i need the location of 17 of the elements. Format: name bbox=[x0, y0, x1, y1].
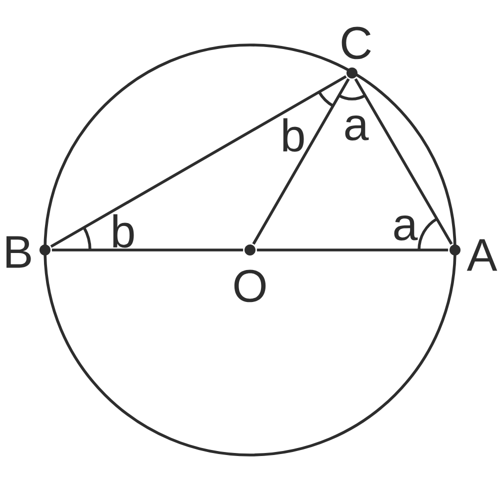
line-segment bbox=[256, 248, 448, 252]
point-label: C bbox=[342, 26, 371, 60]
angle-label: a bbox=[394, 215, 418, 240]
angle-label: a bbox=[345, 115, 369, 140]
angle-label: b bbox=[113, 214, 134, 248]
point-dot bbox=[244, 244, 256, 256]
line-segment bbox=[252, 78, 350, 245]
point-dot bbox=[346, 68, 358, 78]
point-label: B bbox=[6, 236, 31, 268]
line-segment bbox=[354, 78, 453, 245]
angle-label: b bbox=[283, 118, 304, 152]
point-label: A bbox=[466, 239, 498, 271]
point-dot bbox=[40, 244, 50, 256]
line-segment bbox=[50, 75, 347, 248]
point-dot bbox=[450, 244, 461, 256]
point-label: O bbox=[234, 270, 266, 302]
line-segment bbox=[52, 248, 244, 252]
